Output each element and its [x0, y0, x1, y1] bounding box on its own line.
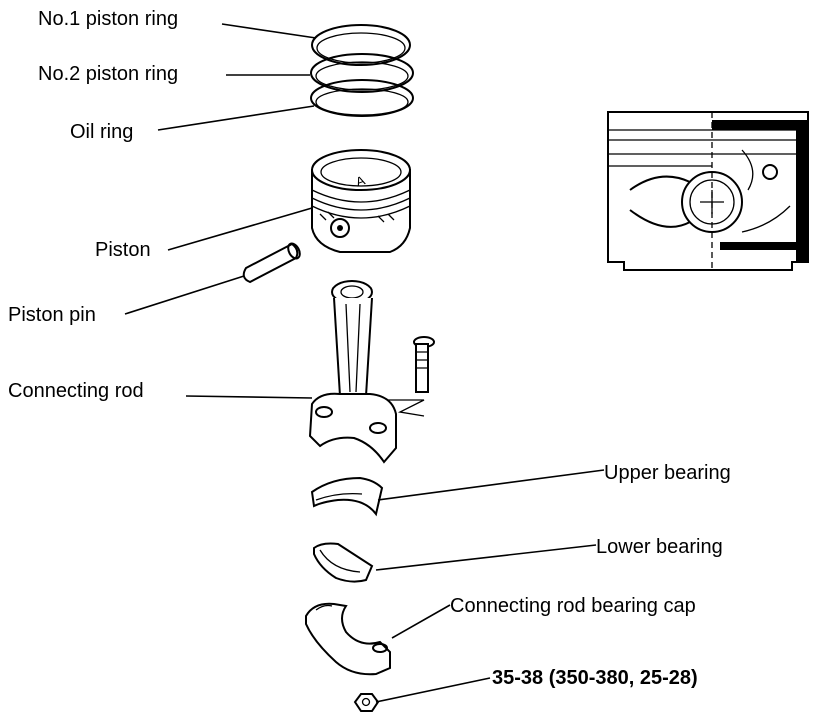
label-lower-bearing: Lower bearing [596, 536, 723, 558]
nut-drawing [353, 693, 380, 712]
connecting-rod-drawing [308, 280, 397, 464]
label-piston-pin: Piston pin [8, 304, 96, 326]
piston-pin-drawing [242, 242, 301, 284]
connecting-rod-bolt [413, 336, 435, 393]
upper-bearing-drawing [310, 476, 384, 517]
no2-piston-ring [310, 53, 414, 93]
piston-drawing: A [311, 149, 411, 253]
label-no2-piston-ring: No.2 piston ring [38, 63, 179, 85]
label-torque-spec: 35-38 (350-380, 25-28) [492, 667, 698, 689]
bearing-cap-drawing [305, 602, 391, 676]
label-upper-bearing: Upper bearing [604, 462, 731, 484]
label-no1-piston-ring: No.1 piston ring [38, 8, 179, 30]
bolt-install-line [388, 399, 425, 417]
leader-lines [124, 23, 605, 703]
label-piston: Piston [95, 239, 151, 261]
oil-ring [310, 79, 414, 117]
lower-bearing-drawing [313, 542, 374, 583]
label-connecting-rod: Connecting rod [8, 380, 144, 402]
no1-piston-ring [311, 24, 411, 66]
label-oil-ring: Oil ring [70, 121, 134, 143]
piston-cross-section [607, 111, 809, 271]
label-connecting-rod-bearing-cap: Connecting rod bearing cap [450, 595, 696, 617]
